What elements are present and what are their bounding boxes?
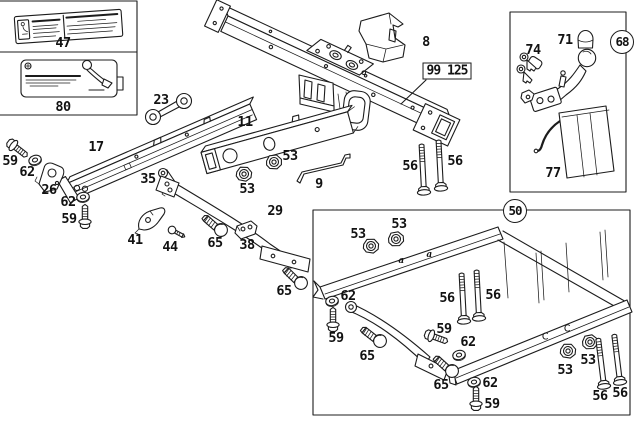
part-label-53-42: 53 bbox=[580, 352, 596, 368]
part-label-26-13: 26 bbox=[41, 182, 57, 198]
part-label-35-16: 35 bbox=[140, 171, 156, 187]
cap-71-drawing bbox=[577, 30, 594, 49]
part-label-53-29: 53 bbox=[350, 226, 366, 242]
part-label-44-22: 44 bbox=[162, 239, 178, 255]
part-label-56-26: 56 bbox=[402, 158, 418, 174]
bracket-26-drawing bbox=[34, 162, 65, 193]
part-label-56-43: 56 bbox=[592, 388, 608, 404]
part-label-53-30: 53 bbox=[391, 216, 407, 232]
part-label-65-33: 65 bbox=[359, 348, 375, 364]
part-label-59-11: 59 bbox=[2, 153, 18, 169]
part-label-38-24: 38 bbox=[239, 237, 255, 253]
part-label-C-48: C bbox=[563, 323, 571, 335]
part-label-59-36: 59 bbox=[436, 321, 452, 337]
part-label-56-34: 56 bbox=[439, 290, 455, 306]
part-label-47-0: 47 bbox=[55, 35, 71, 51]
part-label-a-45: a bbox=[398, 256, 404, 266]
part-label-56-35: 56 bbox=[485, 287, 501, 303]
part-label-62-12: 62 bbox=[19, 164, 35, 180]
inset-box-50 bbox=[312, 209, 633, 416]
part-label-a-46: a bbox=[426, 250, 432, 260]
rail-17-drawing bbox=[57, 96, 258, 204]
part-label-59-15: 59 bbox=[61, 211, 77, 227]
part-label-29-20: 29 bbox=[267, 203, 283, 219]
label-80-drawing bbox=[20, 59, 124, 98]
beam-11-drawing bbox=[200, 104, 359, 175]
inset-box-68 bbox=[509, 11, 627, 193]
inset-box-47 bbox=[0, 0, 138, 53]
part-label-65-23: 65 bbox=[207, 235, 223, 251]
part-label-41-21: 41 bbox=[127, 232, 143, 248]
part-label-9-19: 9 bbox=[315, 176, 323, 192]
subframe-brace-drawing bbox=[344, 300, 449, 381]
part-label-99-125-6: 99 125 bbox=[422, 62, 472, 80]
part-label-65-38: 65 bbox=[433, 377, 449, 393]
part-label-53-41: 53 bbox=[557, 362, 573, 378]
inset-box-80 bbox=[0, 51, 138, 116]
bracket-41-drawing bbox=[134, 207, 166, 235]
part-label-62-39: 62 bbox=[482, 375, 498, 391]
part-label-8-5: 8 bbox=[422, 34, 430, 50]
leader-line-99125 bbox=[400, 79, 427, 105]
part-label-56-27: 56 bbox=[447, 153, 463, 169]
part-label-53-18: 53 bbox=[239, 181, 255, 197]
part-label-74-8: 74 bbox=[525, 42, 541, 58]
part-label-23-2: 23 bbox=[153, 92, 169, 108]
part-label-53-17: 53 bbox=[282, 148, 298, 164]
part-label-80-1: 80 bbox=[55, 99, 71, 115]
part-label-65-25: 65 bbox=[276, 283, 292, 299]
crossmember-drawing bbox=[204, 0, 461, 147]
cover-77-drawing bbox=[533, 105, 615, 179]
bracket-8-drawing bbox=[358, 12, 406, 63]
part-label-62-14: 62 bbox=[60, 194, 76, 210]
subframe-drawing bbox=[312, 226, 633, 386]
part-label-71-9: 71 bbox=[557, 32, 573, 48]
part-label-62-37: 62 bbox=[460, 334, 476, 350]
brace-29-drawing bbox=[155, 175, 311, 273]
part-label-59-32: 59 bbox=[328, 330, 344, 346]
part-label-59-40: 59 bbox=[484, 396, 500, 412]
rod-9-drawing bbox=[296, 153, 351, 184]
clamp-38-drawing bbox=[234, 220, 258, 240]
pin-44-drawing bbox=[167, 225, 186, 238]
part-label-77-10: 77 bbox=[545, 165, 561, 181]
sticker-47-drawing bbox=[13, 8, 124, 45]
part-label-11-4: 11 bbox=[237, 114, 253, 130]
part-label-17-3: 17 bbox=[88, 139, 104, 155]
keys-74-drawing bbox=[516, 52, 543, 84]
towball-drawing bbox=[520, 48, 597, 112]
part-label-50-28: 50 bbox=[503, 199, 527, 223]
part-label-56-44: 56 bbox=[612, 385, 628, 401]
part-label-C-47: C bbox=[541, 331, 549, 343]
part-label-62-31: 62 bbox=[340, 288, 356, 304]
part-label-68-7: 68 bbox=[610, 30, 634, 54]
link-23-drawing bbox=[144, 92, 193, 126]
